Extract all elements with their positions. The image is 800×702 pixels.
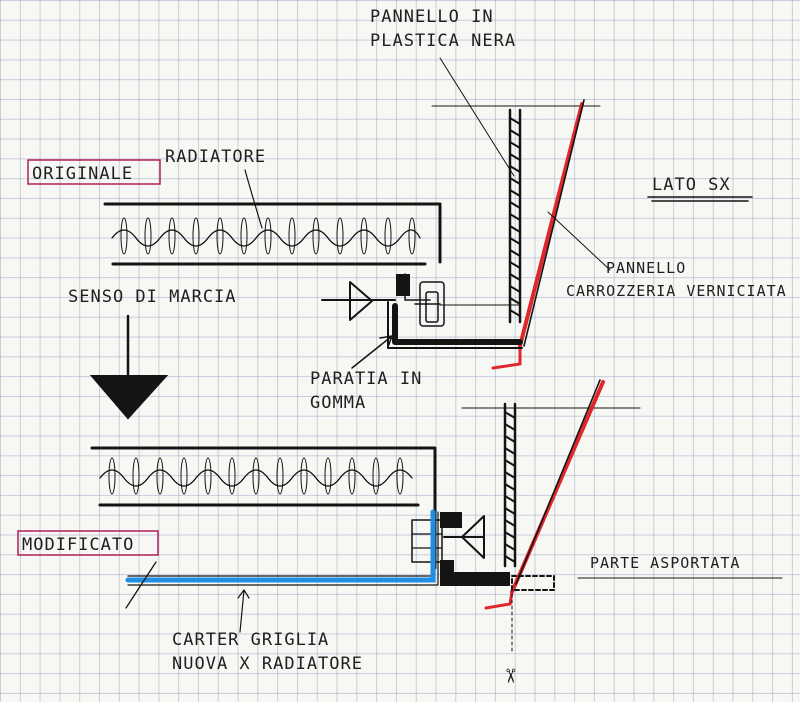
- radiatore-leader: [244, 169, 263, 229]
- modificato-label-box: [17, 530, 159, 556]
- body-panel-red-top: [518, 102, 584, 348]
- body-panel-label-line1: PANNELLO: [606, 259, 686, 277]
- carter-label-line1: CARTER GRIGLIA: [172, 630, 329, 650]
- radiator-top: [103, 202, 442, 266]
- rubber-bulkhead-label-line1: PARATIA IN: [310, 369, 422, 389]
- fastener-symbol-bottom: [443, 515, 485, 559]
- removed-part-label: PARTE ASPORTATA: [590, 554, 740, 572]
- new-grille-carter: [125, 509, 439, 609]
- bulkhead-block-bottom: [411, 512, 510, 586]
- body-panel-label-line2: CARROZZERIA VERNICIATA: [566, 282, 787, 300]
- modificato-label: MODIFICATO: [22, 535, 134, 555]
- removed-part: [511, 575, 555, 653]
- radiator-bottom: [90, 446, 437, 570]
- rubber-bulkhead: [387, 273, 523, 349]
- side-label: LATO SX: [652, 175, 731, 195]
- direction-arrow: [89, 314, 169, 420]
- originale-label-box: [27, 159, 161, 185]
- scissors-icon: ✂: [495, 668, 525, 685]
- paratia-arrow: [351, 335, 393, 369]
- fastener-symbol-top: [321, 281, 396, 321]
- originale-label: ORIGINALE: [32, 164, 133, 184]
- radiatore-label: RADIATORE: [165, 147, 266, 167]
- black-plastic-panel-bottom: [503, 402, 517, 568]
- plastic-panel-label-line1: PANNELLO IN: [370, 7, 494, 27]
- carter-label-line2: NUOVA X RADIATORE: [172, 654, 363, 674]
- direction-label: SENSO DI MARCIA: [68, 287, 237, 307]
- plastic-panel-label-line2: PLASTICA NERA: [370, 31, 516, 51]
- side-label-underline: [647, 196, 753, 202]
- black-plastic-panel-top: [508, 108, 522, 324]
- rubber-bulkhead-label-line2: GOMMA: [310, 393, 366, 413]
- original-assembly: ORIGINALE RADIATORE: [27, 57, 611, 370]
- modified-assembly: MODIFICATO: [17, 379, 783, 685]
